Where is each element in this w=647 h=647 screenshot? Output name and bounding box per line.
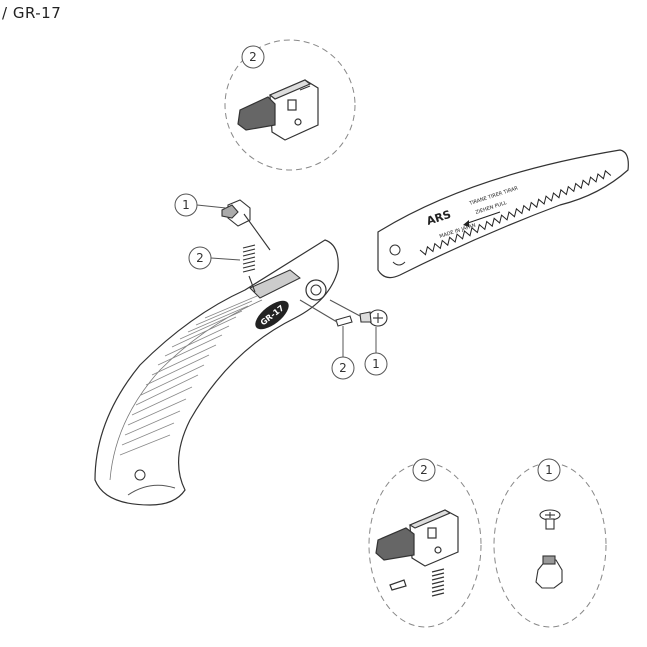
spring-part [242, 244, 256, 293]
svg-text:2: 2 [196, 251, 204, 265]
callout-2-spring: 2 [188, 246, 241, 270]
grip-texture [119, 295, 258, 456]
detail-oval-bottom-left [368, 462, 482, 628]
pin-part [299, 299, 353, 327]
detail-oval-bottom-right [493, 462, 607, 628]
screw-pair-bottom [535, 509, 563, 589]
lock-assembly-top [237, 79, 319, 141]
callout-1-bottom: 1 [537, 458, 561, 482]
callout-1-screw-right: 1 [364, 327, 388, 376]
diagram-title: / GR-17 [2, 4, 62, 22]
screw-right-part [329, 299, 388, 327]
svg-text:2: 2 [339, 361, 347, 375]
lock-assembly-bottom [375, 509, 459, 597]
callout-1-screw-top: 1 [174, 193, 227, 217]
svg-text:2: 2 [420, 463, 428, 477]
detail-circle-top [224, 39, 356, 171]
callout-2-bottom: 2 [412, 458, 436, 482]
screw-top-part [221, 199, 271, 251]
saw-handle: GR-17 [94, 239, 339, 506]
svg-text:1: 1 [182, 198, 190, 212]
svg-text:2: 2 [249, 50, 257, 64]
svg-text:1: 1 [372, 357, 380, 371]
callout-2-pin: 2 [331, 326, 355, 380]
saw-blade: ARS MADE IN JAPAN TIRANE TIRER TIRAR ZIE… [377, 149, 629, 279]
svg-text:1: 1 [545, 463, 553, 477]
callout-2-top: 2 [241, 45, 265, 69]
